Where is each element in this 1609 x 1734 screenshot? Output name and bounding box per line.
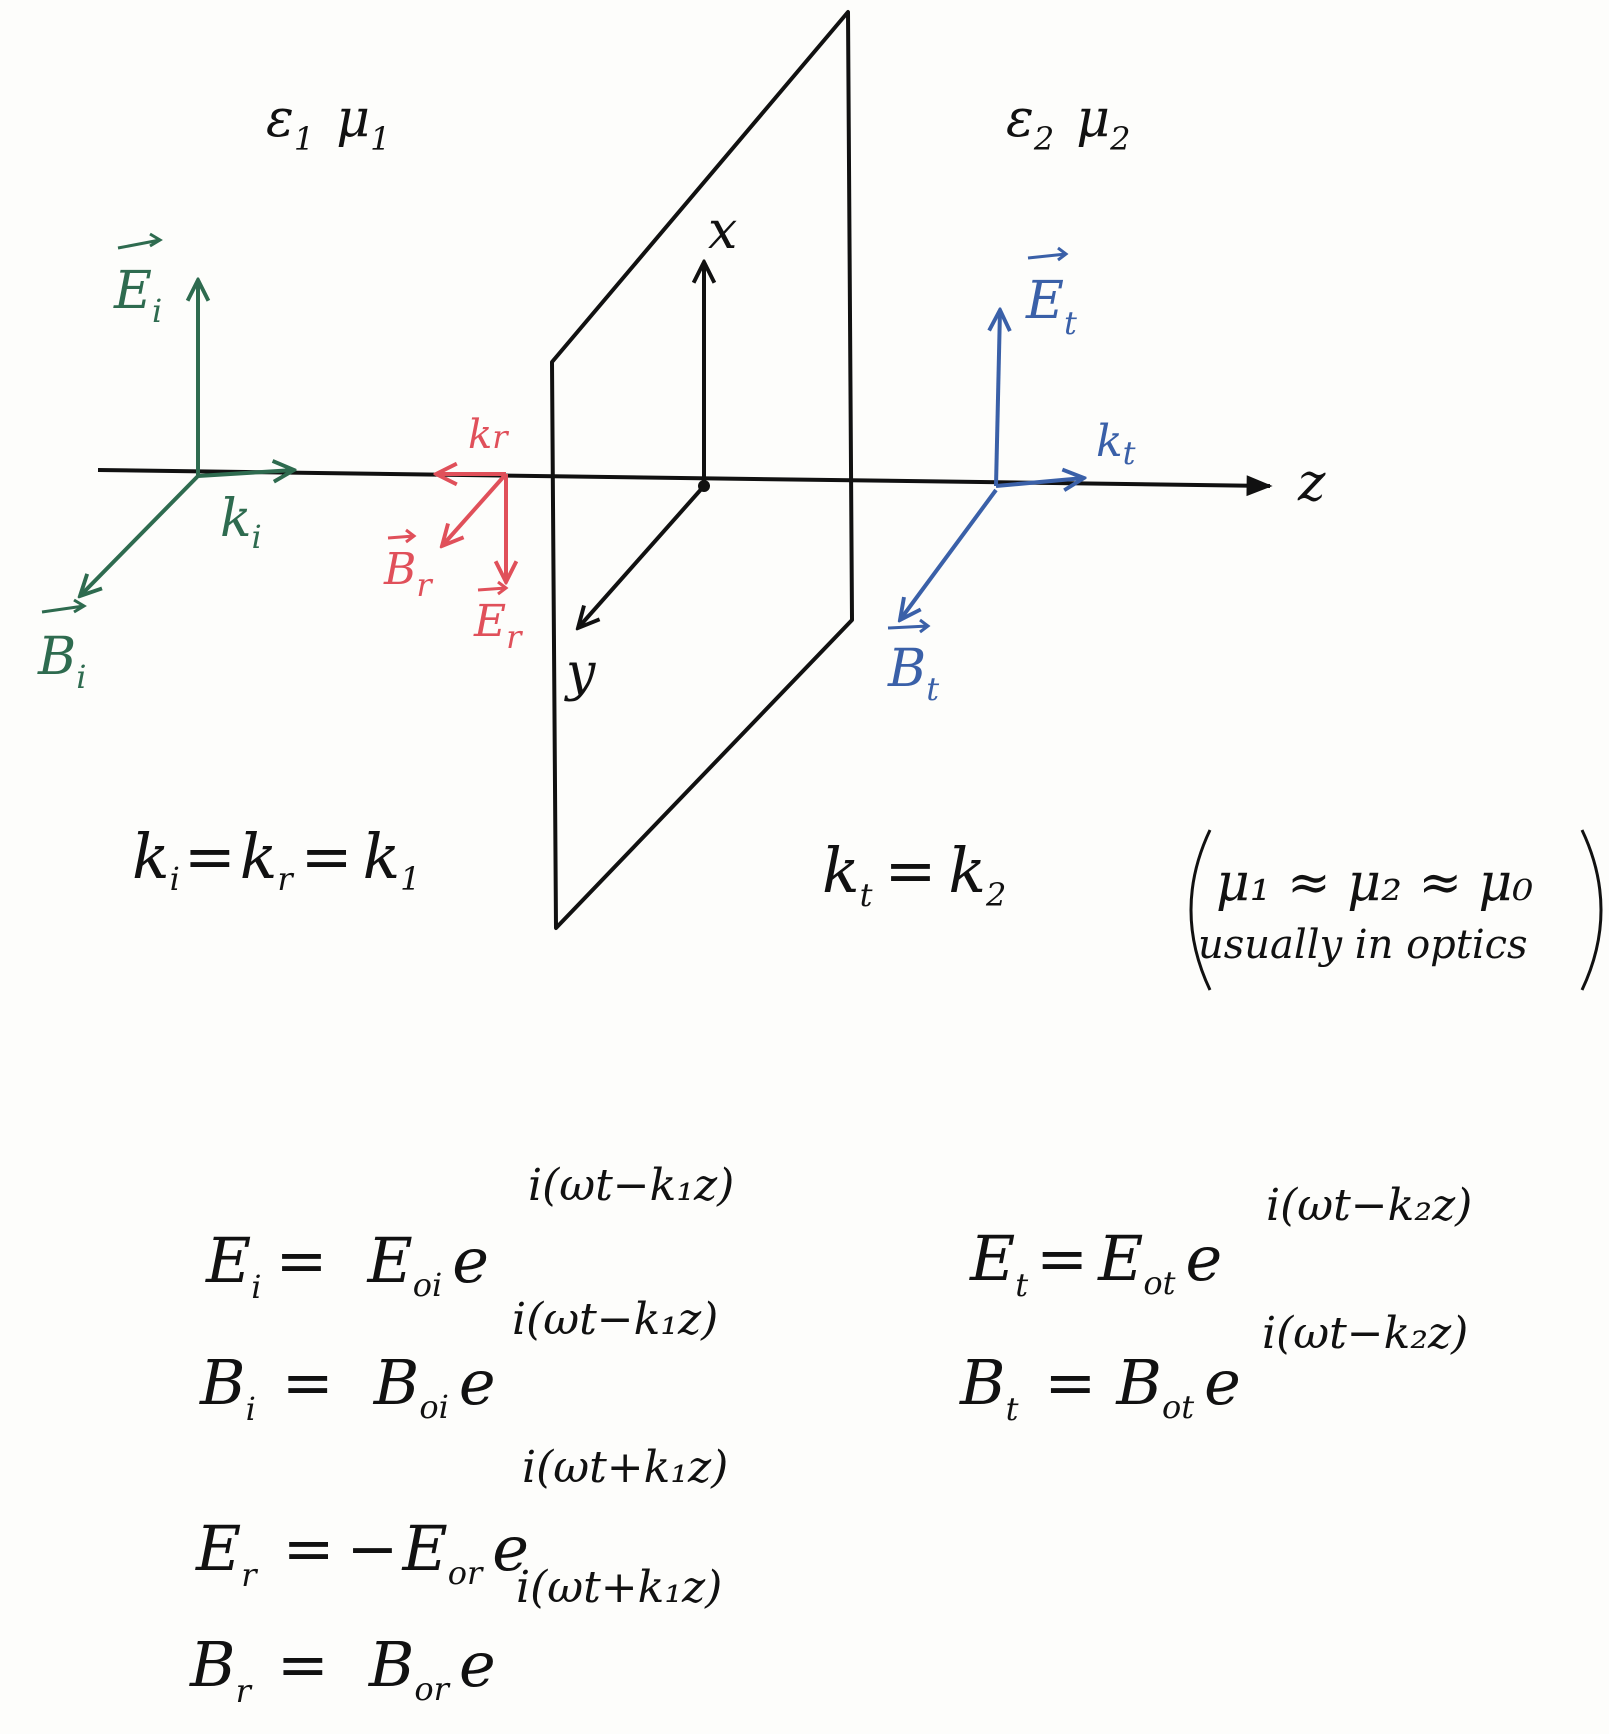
transmitted-B-arrow [900,488,998,620]
x-axis-label: x [708,201,737,261]
svg-text:i(ωt−k₂z): i(ωt−k₂z) [1262,1308,1468,1359]
transmitted-k-label: kt [1096,416,1136,472]
incident-k-label: ki [220,489,262,556]
reflected-k-label: kr [468,412,509,458]
y-axis-label: y [564,643,596,703]
reflected-B-label: Br [383,544,433,604]
transmitted-B-label: Bt [887,639,939,708]
z-axis-label: z [1297,453,1326,513]
reflected-E-label: Er [473,596,523,656]
transmitted-k-arrow [995,478,1084,486]
note-paren-right [1580,829,1603,991]
svg-text:i(ωt−k₁z): i(ωt−k₁z) [528,1160,734,1211]
svg-text:i(ωt+k₁z): i(ωt+k₁z) [516,1562,722,1613]
svg-text:i(ωt+k₁z): i(ωt+k₁z) [522,1442,728,1493]
svg-text:i(ωt−k₂z): i(ωt−k₂z) [1266,1180,1472,1231]
svg-text:i(ωt−k₁z): i(ωt−k₁z) [512,1294,718,1345]
incident-k-arrow [197,470,294,476]
transmitted-E-arrow [996,310,1000,487]
reflected-B-arrow [442,472,508,546]
vector-overbars [41,232,1069,634]
note-paren-left [1189,829,1212,991]
incident-E-label: Ei [113,261,162,330]
relation-left: ki=kr=k1 [132,820,421,898]
note-line1: μ₁ ≈ μ₂ ≈ μ₀ [1216,853,1533,913]
note-line2: usually in optics [1198,922,1528,968]
incident-B-arrow [80,474,200,596]
origin-point [698,480,710,492]
transmitted-E-label: Et [1025,271,1077,342]
relation-right: kt=k2 [822,834,1006,914]
incident-B-label: Bi [37,627,86,696]
y-axis [578,484,706,628]
interface-plane [550,10,854,930]
